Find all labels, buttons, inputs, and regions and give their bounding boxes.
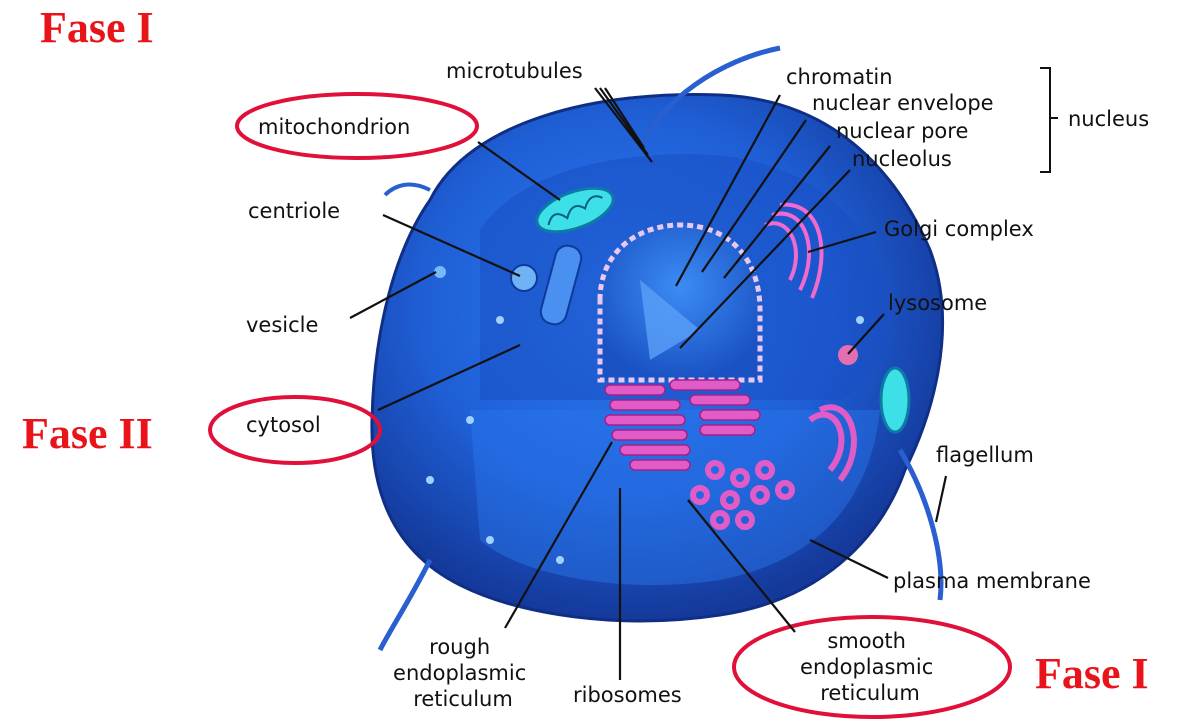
label-smooth-er-line-2: endoplasmic [800, 655, 933, 679]
label-microtubules: microtubules [446, 59, 583, 83]
vesicle-dot [486, 536, 494, 544]
nucleus-shape [600, 225, 760, 380]
vesicle-dot [426, 476, 434, 484]
label-rough-er: rough endoplasmic reticulum [393, 635, 533, 711]
label-centriole: centriole [248, 199, 340, 223]
label-chromatin: chromatin [786, 65, 893, 89]
phase-label-middle-left: Fase II [22, 409, 153, 458]
label-golgi: Golgi complex [884, 217, 1034, 241]
label-flagellum: flagellum [936, 443, 1034, 467]
label-smooth-er: smooth endoplasmic reticulum [800, 629, 940, 705]
label-cytosol: cytosol [246, 413, 321, 437]
vesicle-dot [856, 316, 864, 324]
mitochondrion-shape-2 [881, 368, 909, 432]
label-rough-er-line-3: reticulum [413, 687, 513, 711]
phase-label-bottom-right: Fase I [1035, 649, 1149, 698]
vesicle-dot [496, 316, 504, 324]
label-plasma-membrane: plasma membrane [893, 569, 1091, 593]
label-mitochondrion: mitochondrion [258, 115, 410, 139]
lysosome-shape [838, 345, 858, 365]
centriole-shape [511, 265, 537, 291]
vesicle-dot [466, 416, 474, 424]
label-nucleolus: nucleolus [852, 147, 952, 171]
vesicle-dot [556, 556, 564, 564]
label-smooth-er-line-1: smooth [827, 629, 906, 653]
label-nucleus: nucleus [1068, 107, 1149, 131]
label-nuclear-pore: nuclear pore [836, 119, 968, 143]
label-nuclear-envelope: nuclear envelope [812, 91, 994, 115]
label-ribosomes: ribosomes [573, 683, 682, 707]
label-smooth-er-line-3: reticulum [820, 681, 920, 705]
label-rough-er-line-2: endoplasmic [393, 661, 526, 685]
label-vesicle: vesicle [246, 313, 318, 337]
label-lysosome: lysosome [888, 291, 987, 315]
label-rough-er-line-1: rough [429, 635, 490, 659]
phase-label-top-left: Fase I [40, 3, 154, 52]
flagellum-strand [385, 185, 430, 195]
flagellum-strand [380, 560, 430, 650]
